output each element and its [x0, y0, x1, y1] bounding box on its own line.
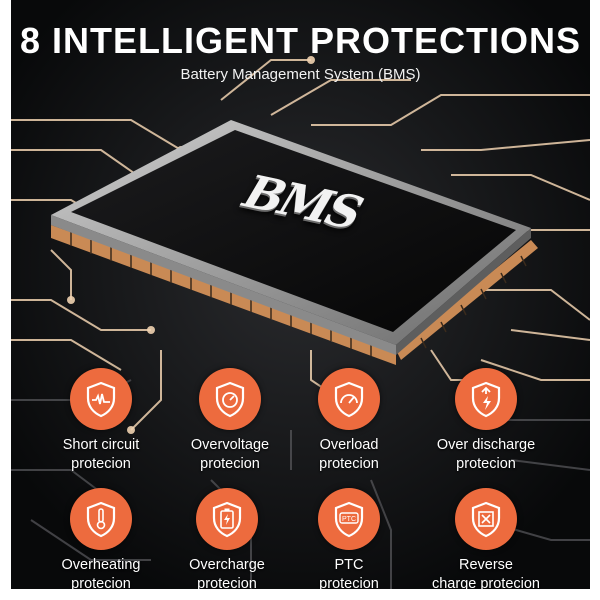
feature-label-line2: protecion [456, 456, 516, 472]
feature-label-line2: charge protecion [431, 576, 540, 589]
overvoltage-shield-icon [199, 368, 261, 430]
feature-label-line2: protecion [319, 456, 379, 472]
hero-banner: 8 INTELLIGENT PROTECTIONS Battery Manage… [11, 0, 590, 589]
feature-over-discharge: Over discharge protecion [411, 368, 561, 474]
circuit-traces [11, 59, 590, 431]
overload-shield-icon [318, 368, 380, 430]
over-discharge-shield-icon [455, 368, 517, 430]
feature-label-line1: Short circuit [62, 437, 140, 453]
feature-label-line1: Overvoltage [190, 437, 270, 453]
feature-short-circuit: Short circuit protecion [26, 368, 176, 474]
page-subtitle: Battery Management System (BMS) [180, 66, 421, 83]
feature-reverse-charge: Reverse charge protecion [411, 488, 561, 589]
feature-overheating: Overheating protecion [26, 488, 176, 589]
thermometer-shield-icon [70, 488, 132, 550]
feature-label-line2: protecion [319, 576, 379, 589]
feature-label-line1: Overcharge [189, 557, 265, 573]
reverse-charge-shield-icon [455, 488, 517, 550]
short-circuit-shield-icon [70, 368, 132, 430]
feature-label-line1: Reverse [459, 557, 513, 573]
feature-label-line1: Overload [319, 437, 379, 453]
battery-shield-icon [196, 488, 258, 550]
feature-overload: Overload protecion [274, 368, 424, 474]
feature-ptc: PTC PTC protecion [274, 488, 424, 589]
feature-label-line2: protecion [71, 576, 131, 589]
feature-label-line1: PTC [334, 557, 364, 573]
feature-overvoltage: Overvoltage protecion [155, 368, 305, 474]
page-title: 8 INTELLIGENT PROTECTIONS [19, 20, 582, 61]
feature-label-line2: protecion [200, 456, 260, 472]
ptc-badge-text: PTC [342, 516, 356, 523]
feature-label-line1: Overheating [61, 557, 141, 573]
bms-chip [51, 120, 531, 355]
feature-label-line2: protecion [71, 456, 131, 472]
feature-label-line2: protecion [197, 576, 257, 589]
chip-pins [51, 225, 538, 365]
ptc-shield-icon: PTC [318, 488, 380, 550]
feature-overcharge: Overcharge protecion [152, 488, 302, 589]
feature-label-line1: Over discharge [436, 437, 536, 453]
